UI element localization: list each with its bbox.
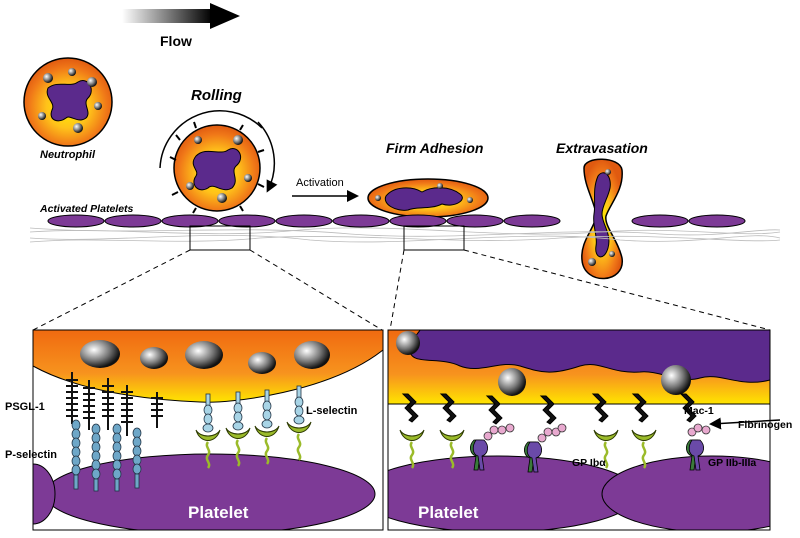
platelet xyxy=(332,214,390,228)
activation-label: Activation xyxy=(296,177,344,189)
platelet xyxy=(161,214,219,228)
flow-arrow xyxy=(122,3,240,29)
mac1-molecules xyxy=(401,393,697,425)
neutrophil-label: Neutrophil xyxy=(40,149,96,161)
firm-adhesion-cell xyxy=(367,178,489,218)
activated-platelets-label: Activated Platelets xyxy=(39,203,134,215)
gp-iib-iiia-molecules xyxy=(470,439,704,473)
p-selectin-molecules xyxy=(71,419,142,492)
mac1-label: Mac-1 xyxy=(684,405,714,417)
platelet xyxy=(631,214,689,228)
psgl1-label: PSGL-1 xyxy=(5,401,45,413)
gp-iba-molecules xyxy=(399,429,657,441)
rolling-label: Rolling xyxy=(191,87,242,104)
fibrinogen-pointer-arrow xyxy=(709,417,781,430)
platelet xyxy=(688,214,746,228)
platelet xyxy=(503,214,561,228)
right-platelet-label: Platelet xyxy=(418,503,479,522)
psgl1-molecules xyxy=(66,372,163,436)
platelet xyxy=(275,214,333,228)
gp-iba-label: GP Ibα xyxy=(572,457,606,469)
rolling-rotation-arrow xyxy=(159,110,278,193)
fibrinogen-molecules xyxy=(483,423,711,443)
zoom-indicators xyxy=(32,225,771,331)
p-selectin-label: P-selectin xyxy=(5,449,57,461)
platelet xyxy=(389,214,447,228)
subendothelial-fibers xyxy=(29,227,781,243)
extravasation-label: Extravasation xyxy=(556,140,648,156)
rolling-cell xyxy=(169,121,265,214)
left-detail-panel xyxy=(32,329,384,531)
platelet xyxy=(104,214,162,228)
firm-adhesion-label: Firm Adhesion xyxy=(386,140,484,156)
extravasation-cell xyxy=(581,158,623,280)
l-selectin-molecules xyxy=(195,385,312,469)
left-platelet-label: Platelet xyxy=(188,503,249,522)
platelet xyxy=(47,214,105,228)
platelet xyxy=(446,214,504,228)
right-detail-panel xyxy=(387,329,771,531)
platelet xyxy=(218,214,276,228)
flow-label: Flow xyxy=(160,33,192,49)
activated-platelets-row xyxy=(47,214,746,228)
gp-iib-iiia-label: GP IIb-IIIa xyxy=(708,457,756,469)
l-selectin-label: L-selectin xyxy=(306,405,358,417)
neutrophil-cell xyxy=(23,57,113,147)
fibrinogen-label: Fibrinogen xyxy=(738,419,792,431)
